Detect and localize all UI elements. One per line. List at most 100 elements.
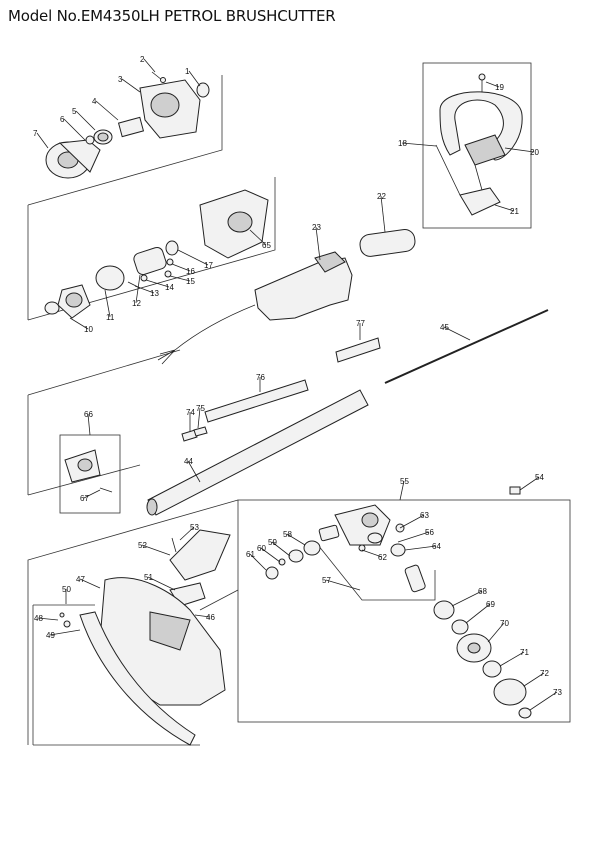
callout-61: 61 — [246, 550, 255, 559]
leader-line-64 — [404, 545, 437, 551]
callout-69: 69 — [486, 600, 495, 609]
page-title: Model No.EM4350LH PETROL BRUSHCUTTER — [8, 7, 336, 25]
callout-73: 73 — [553, 688, 562, 697]
leader-line-57 — [325, 579, 361, 591]
leader-line-70 — [487, 622, 505, 643]
engine-parts — [44, 71, 269, 319]
callout-62: 62 — [378, 553, 387, 562]
callout-19: 19 — [495, 83, 504, 92]
callout-1: 1 — [185, 67, 190, 76]
callout-6: 6 — [60, 115, 65, 124]
leader-line-23 — [315, 226, 321, 261]
leader-line-17 — [177, 249, 209, 266]
leader-line-54 — [519, 476, 540, 491]
callout-77: 77 — [356, 319, 365, 328]
shaft-parts — [146, 251, 549, 516]
callout-16: 16 — [186, 267, 195, 276]
callout-21: 21 — [510, 207, 519, 216]
callout-44: 44 — [184, 457, 193, 466]
leader-line-53 — [179, 526, 195, 541]
callout-56: 56 — [425, 528, 434, 537]
callout-59: 59 — [268, 538, 277, 547]
leader-line-72 — [523, 672, 545, 687]
callout-51: 51 — [144, 573, 153, 582]
part-66-67 — [64, 449, 113, 493]
leader-line-62 — [361, 549, 383, 558]
callout-74: 74 — [186, 408, 195, 417]
callout-20: 20 — [530, 148, 539, 157]
leader-line-22 — [380, 195, 386, 233]
callout-66: 66 — [84, 410, 93, 419]
callout-12: 12 — [132, 299, 141, 308]
leader-line-6 — [63, 118, 86, 141]
callout-72: 72 — [540, 669, 549, 678]
leader-line-56 — [397, 531, 430, 543]
callout-57: 57 — [322, 576, 331, 585]
callout-15: 15 — [186, 277, 195, 286]
leader-line-71 — [499, 651, 525, 667]
callout-76: 76 — [256, 373, 265, 382]
callout-54: 54 — [535, 473, 544, 482]
callout-55: 55 — [400, 477, 409, 486]
leader-line-2 — [143, 58, 156, 73]
leader-line-1 — [188, 70, 201, 87]
callout-7: 7 — [33, 129, 38, 138]
callout-23: 23 — [312, 223, 321, 232]
leader-line-21 — [494, 204, 515, 212]
callout-70: 70 — [500, 619, 509, 628]
callout-63: 63 — [420, 511, 429, 520]
callout-58: 58 — [283, 530, 292, 539]
group-frames — [27, 62, 571, 746]
leader-line-75 — [197, 407, 201, 429]
callout-47: 47 — [76, 575, 85, 584]
callout-3: 3 — [118, 75, 123, 84]
callout-52: 52 — [138, 541, 147, 550]
leader-line-44 — [187, 460, 201, 483]
leader-line-10 — [69, 317, 89, 330]
callout-45: 45 — [440, 323, 449, 332]
callout-64: 64 — [432, 542, 441, 551]
callout-75: 75 — [196, 404, 205, 413]
callout-50: 50 — [62, 585, 71, 594]
leader-line-51 — [147, 576, 176, 591]
callout-49: 49 — [46, 631, 55, 640]
callout-53: 53 — [190, 523, 199, 532]
leader-line-5 — [75, 110, 96, 131]
callout-18: 18 — [398, 139, 407, 148]
leader-line-7 — [36, 132, 49, 149]
callout-22: 22 — [377, 192, 386, 201]
callout-48: 48 — [34, 614, 43, 623]
leader-line-14 — [145, 279, 170, 288]
gearhead-parts — [265, 486, 532, 719]
leader-line-19 — [485, 81, 500, 88]
callout-5: 5 — [72, 107, 77, 116]
leader-line-11 — [104, 289, 111, 318]
leader-line-4 — [95, 100, 119, 121]
callout-10: 10 — [84, 325, 93, 334]
leader-line-68 — [451, 590, 483, 607]
guard-parts — [59, 529, 231, 746]
leader-line-45 — [443, 326, 471, 341]
leader-line-67 — [83, 489, 101, 499]
leader-line-13 — [134, 285, 155, 294]
callout-68: 68 — [478, 587, 487, 596]
leader-line-60 — [260, 547, 281, 563]
leader-line-63 — [399, 514, 425, 529]
leader-line-52 — [141, 544, 171, 556]
leader-line-69 — [465, 603, 491, 624]
leader-line-48 — [37, 617, 59, 621]
leader-line-16 — [171, 263, 191, 272]
callout-2: 2 — [140, 55, 145, 64]
callout-13: 13 — [150, 289, 159, 298]
callout-65: 65 — [262, 241, 271, 250]
leader-line-46 — [194, 614, 211, 618]
leader-line-73 — [529, 691, 558, 711]
leader-line-15 — [169, 275, 191, 282]
callout-67: 67 — [80, 494, 89, 503]
leader-line-47 — [79, 578, 101, 589]
callout-46: 46 — [206, 613, 215, 622]
callout-14: 14 — [165, 283, 174, 292]
leader-line-12 — [135, 274, 141, 304]
callout-4: 4 — [92, 97, 97, 106]
